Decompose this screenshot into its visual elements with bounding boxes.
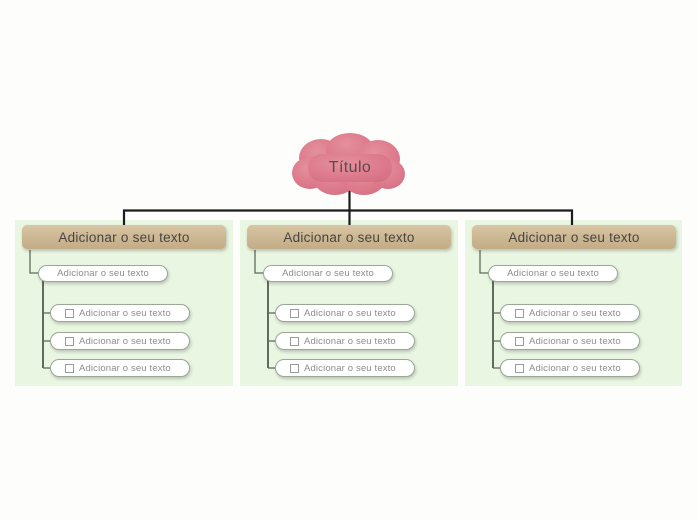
checkbox-icon[interactable] xyxy=(65,308,74,318)
checkbox-icon[interactable] xyxy=(290,308,299,318)
column-3-item-1-label: Adicionar o seu texto xyxy=(529,307,621,319)
column-1-item-1-label: Adicionar o seu texto xyxy=(79,307,171,319)
column-1-item-3-label: Adicionar o seu texto xyxy=(79,362,171,374)
column-1-item-1[interactable]: Adicionar o seu texto xyxy=(50,304,190,322)
cloud-shape-icon xyxy=(292,133,405,195)
column-3-item-1[interactable]: Adicionar o seu texto xyxy=(500,304,640,322)
column-3-subnode-label: Adicionar o seu texto xyxy=(507,268,599,279)
checkbox-icon[interactable] xyxy=(65,336,74,346)
column-2-subnode-label: Adicionar o seu texto xyxy=(282,268,374,279)
column-2-item-2[interactable]: Adicionar o seu texto xyxy=(275,332,415,350)
checkbox-icon[interactable] xyxy=(515,363,524,373)
column-3-subnode[interactable]: Adicionar o seu texto xyxy=(488,265,618,282)
column-2-item-3[interactable]: Adicionar o seu texto xyxy=(275,359,415,377)
column-3-item-2[interactable]: Adicionar o seu texto xyxy=(500,332,640,350)
column-1-subnode-label: Adicionar o seu texto xyxy=(57,268,149,279)
checkbox-icon[interactable] xyxy=(65,363,74,373)
column-2-item-1-label: Adicionar o seu texto xyxy=(304,307,396,319)
root-node-label: Título xyxy=(328,159,372,176)
root-node[interactable]: Título xyxy=(288,132,412,200)
column-2-item-2-label: Adicionar o seu texto xyxy=(304,335,396,347)
column-1-header[interactable]: Adicionar o seu texto xyxy=(22,225,226,249)
column-3-item-2-label: Adicionar o seu texto xyxy=(529,335,621,347)
column-2-item-3-label: Adicionar o seu texto xyxy=(304,362,396,374)
column-3-item-3[interactable]: Adicionar o seu texto xyxy=(500,359,640,377)
column-3-item-3-label: Adicionar o seu texto xyxy=(529,362,621,374)
checkbox-icon[interactable] xyxy=(290,336,299,346)
column-2-subnode[interactable]: Adicionar o seu texto xyxy=(263,265,393,282)
column-3-header[interactable]: Adicionar o seu texto xyxy=(472,225,676,249)
column-1-item-2-label: Adicionar o seu texto xyxy=(79,335,171,347)
checkbox-icon[interactable] xyxy=(515,336,524,346)
column-1-item-2[interactable]: Adicionar o seu texto xyxy=(50,332,190,350)
checkbox-icon[interactable] xyxy=(290,363,299,373)
column-1-item-3[interactable]: Adicionar o seu texto xyxy=(50,359,190,377)
checkbox-icon[interactable] xyxy=(515,308,524,318)
column-2-header[interactable]: Adicionar o seu texto xyxy=(247,225,451,249)
column-2-item-1[interactable]: Adicionar o seu texto xyxy=(275,304,415,322)
column-1-subnode[interactable]: Adicionar o seu texto xyxy=(38,265,168,282)
